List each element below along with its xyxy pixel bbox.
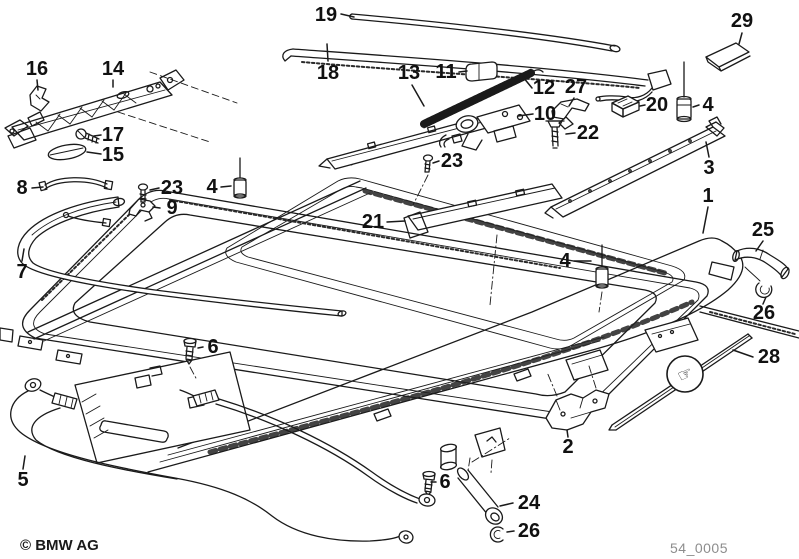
wind-deflector-strips-drawing [282, 13, 672, 103]
copyright-text: © BMW AG [20, 537, 99, 554]
part-label-18[interactable]: 18 [317, 62, 339, 84]
leader-line-3 [705, 141, 710, 158]
part-label-19[interactable]: 19 [315, 4, 337, 26]
leader-line-10 [517, 113, 534, 117]
part-label-6[interactable]: 6 [207, 336, 218, 358]
left-small-parts-drawing [38, 177, 156, 228]
part-label-28[interactable]: 28 [758, 346, 780, 368]
front-rail-assembly-drawing [4, 69, 238, 161]
leader-line-20 [639, 104, 646, 107]
leader-line-8 [31, 186, 44, 189]
leader-line-24 [499, 502, 514, 507]
leader-line-12 [522, 76, 533, 89]
part-label-7[interactable]: 7 [16, 261, 27, 283]
part-label-26[interactable]: 26 [518, 520, 540, 542]
frame-far-edge-lines [27, 180, 371, 342]
leader-line-13 [411, 84, 425, 107]
hose-drawing [732, 247, 790, 299]
part-label-25[interactable]: 25 [752, 219, 774, 241]
part-label-4[interactable]: 4 [559, 250, 571, 272]
leader-line-4 [692, 104, 700, 108]
part-label-11[interactable]: 11 [435, 61, 456, 83]
leader-line-11 [458, 70, 468, 73]
leader-line-6 [197, 346, 204, 349]
part-label-17[interactable]: 17 [102, 124, 124, 146]
part-label-6[interactable]: 6 [439, 471, 450, 493]
leader-line-2 [566, 429, 569, 438]
small-fasteners-drawing [412, 42, 751, 206]
part-label-3[interactable]: 3 [703, 157, 714, 179]
leader-line-25 [755, 240, 764, 252]
panel-frame-drawing [0, 189, 709, 422]
cross-member-drawing [403, 183, 563, 306]
part-label-1[interactable]: 1 [702, 185, 713, 207]
leader-line-1 [702, 206, 709, 234]
pointing-hand-icon: ☞ [674, 363, 696, 387]
leader-line-19 [340, 13, 355, 18]
part-label-16[interactable]: 16 [26, 58, 48, 80]
part-label-12[interactable]: 12 [533, 77, 555, 99]
part-label-10[interactable]: 10 [534, 103, 556, 125]
part-label-8[interactable]: 8 [16, 177, 27, 199]
part-label-23[interactable]: 23 [161, 177, 183, 199]
part-label-23[interactable]: 23 [441, 150, 463, 172]
part-label-13[interactable]: 13 [398, 62, 420, 84]
leader-line-17 [93, 134, 102, 137]
leader-line-15 [86, 151, 102, 155]
part-label-29[interactable]: 29 [731, 10, 753, 32]
leader-line-23 [432, 160, 440, 164]
pointing-hand-circle [666, 355, 704, 393]
leader-line-16 [36, 79, 39, 91]
mechanism-carrier-drawing [225, 177, 686, 350]
leader-line-26 [762, 296, 767, 305]
seal-strip-drawing [608, 333, 753, 431]
leader-line-29 [738, 32, 743, 45]
part-label-20[interactable]: 20 [646, 94, 668, 116]
part-label-15[interactable]: 15 [102, 144, 124, 166]
corner-seal-drawing [17, 196, 347, 317]
bottom-plate-drawing [74, 337, 436, 496]
bracket-2-drawing [545, 365, 610, 431]
part-label-4[interactable]: 4 [702, 94, 714, 116]
leader-line-22 [565, 132, 576, 135]
part-label-14[interactable]: 14 [102, 58, 125, 80]
pin-rivets-drawing [233, 61, 692, 313]
leader-line-23 [149, 187, 160, 191]
leader-line-4 [220, 185, 232, 188]
part-label-27[interactable]: 27 [565, 76, 587, 98]
leader-line-21 [386, 220, 406, 223]
drain-cables-drawing [10, 378, 436, 544]
leader-line-28 [732, 349, 754, 358]
drain-tube-drawing [439, 427, 511, 543]
part-label-4[interactable]: 4 [206, 176, 218, 198]
leader-line-5 [22, 455, 26, 470]
leader-line-7 [21, 248, 25, 262]
leader-line-26 [506, 530, 515, 533]
side-rail-drawing [544, 116, 726, 219]
part-label-5[interactable]: 5 [17, 469, 28, 491]
part-label-21[interactable]: 21 [362, 211, 384, 233]
part-label-9[interactable]: 9 [166, 197, 177, 219]
leader-line-27 [568, 97, 575, 107]
main-frame-band-drawing [147, 237, 799, 473]
leader-line-9 [152, 206, 161, 209]
drawing-number: 54_0005 [670, 540, 729, 556]
drive-mechanism-drawing [318, 61, 544, 170]
part-label-22[interactable]: 22 [577, 122, 599, 144]
part-label-26[interactable]: 26 [753, 302, 775, 324]
leader-line-18 [326, 43, 329, 62]
part-label-2[interactable]: 2 [562, 436, 573, 458]
part-label-24[interactable]: 24 [518, 492, 541, 514]
